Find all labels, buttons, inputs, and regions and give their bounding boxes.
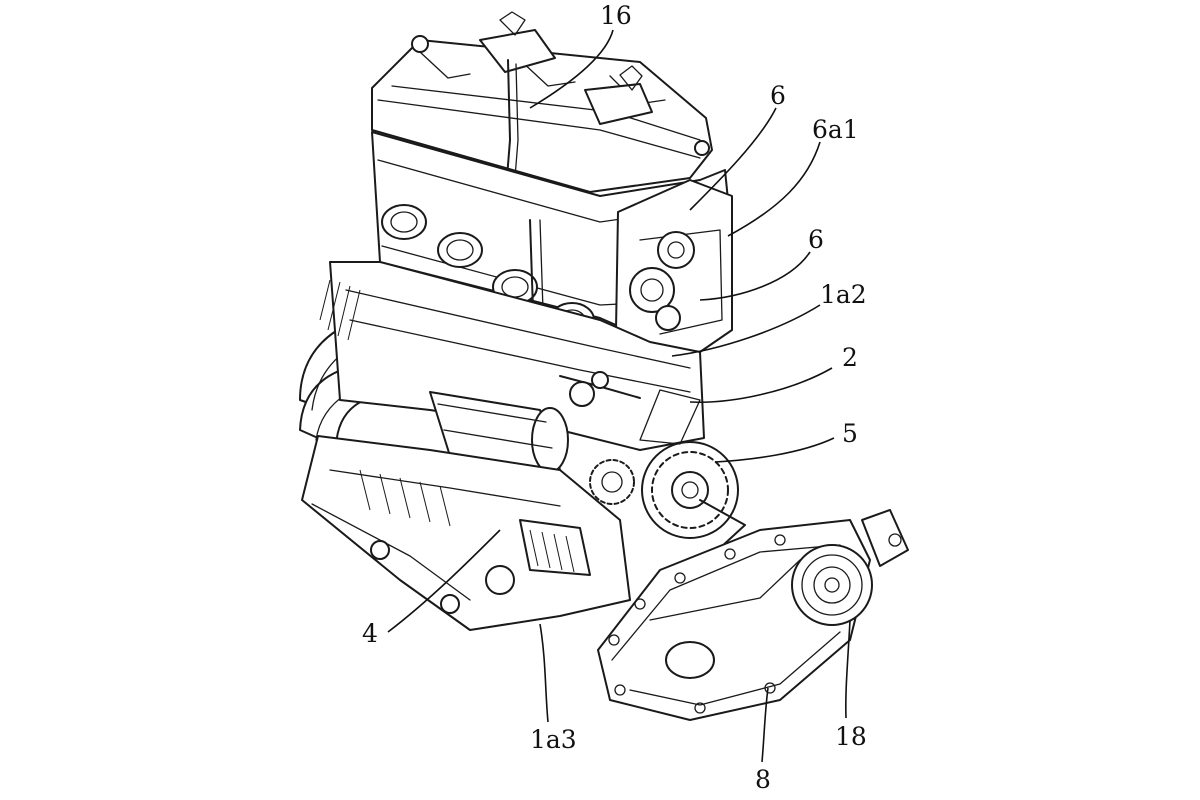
engine-assembly: [299, 11, 909, 721]
ref-label: 18: [835, 722, 867, 751]
drive-sprocket: [589, 389, 746, 549]
leader-1a3: [539, 623, 549, 723]
ref-label: 8: [755, 765, 771, 794]
leader-6-mid: [699, 251, 811, 301]
leader-5: [714, 437, 835, 463]
reference-labels: 16 6 6a1 6 1a2 2 5 4 1a3 8 18: [362, 1, 867, 794]
leader-16: [529, 29, 614, 109]
transmission-cover: [597, 509, 909, 721]
leader-4: [387, 529, 501, 633]
leader-6-top: [689, 107, 777, 211]
ref-label: 6: [808, 225, 824, 254]
ref-label: 6: [770, 81, 786, 110]
leader-1a2: [671, 304, 821, 357]
ref-label: 6a1: [812, 115, 859, 144]
ref-label: 5: [842, 419, 858, 448]
cam-chain-housing: [615, 179, 733, 353]
ref-label: 4: [362, 619, 378, 648]
leader-6a1: [727, 141, 821, 237]
ref-label: 1a3: [530, 725, 577, 754]
ref-label: 1a2: [820, 280, 867, 309]
ref-label: 2: [842, 343, 858, 372]
leader-8: [761, 687, 769, 763]
ref-label: 16: [600, 1, 632, 30]
leader-2: [689, 367, 833, 404]
lower-crankcase: [301, 435, 631, 631]
cylinder-block: [319, 261, 705, 451]
leader-lines: [387, 29, 851, 763]
cylinder-head-cover: [371, 11, 713, 221]
leader-18: [845, 619, 851, 719]
